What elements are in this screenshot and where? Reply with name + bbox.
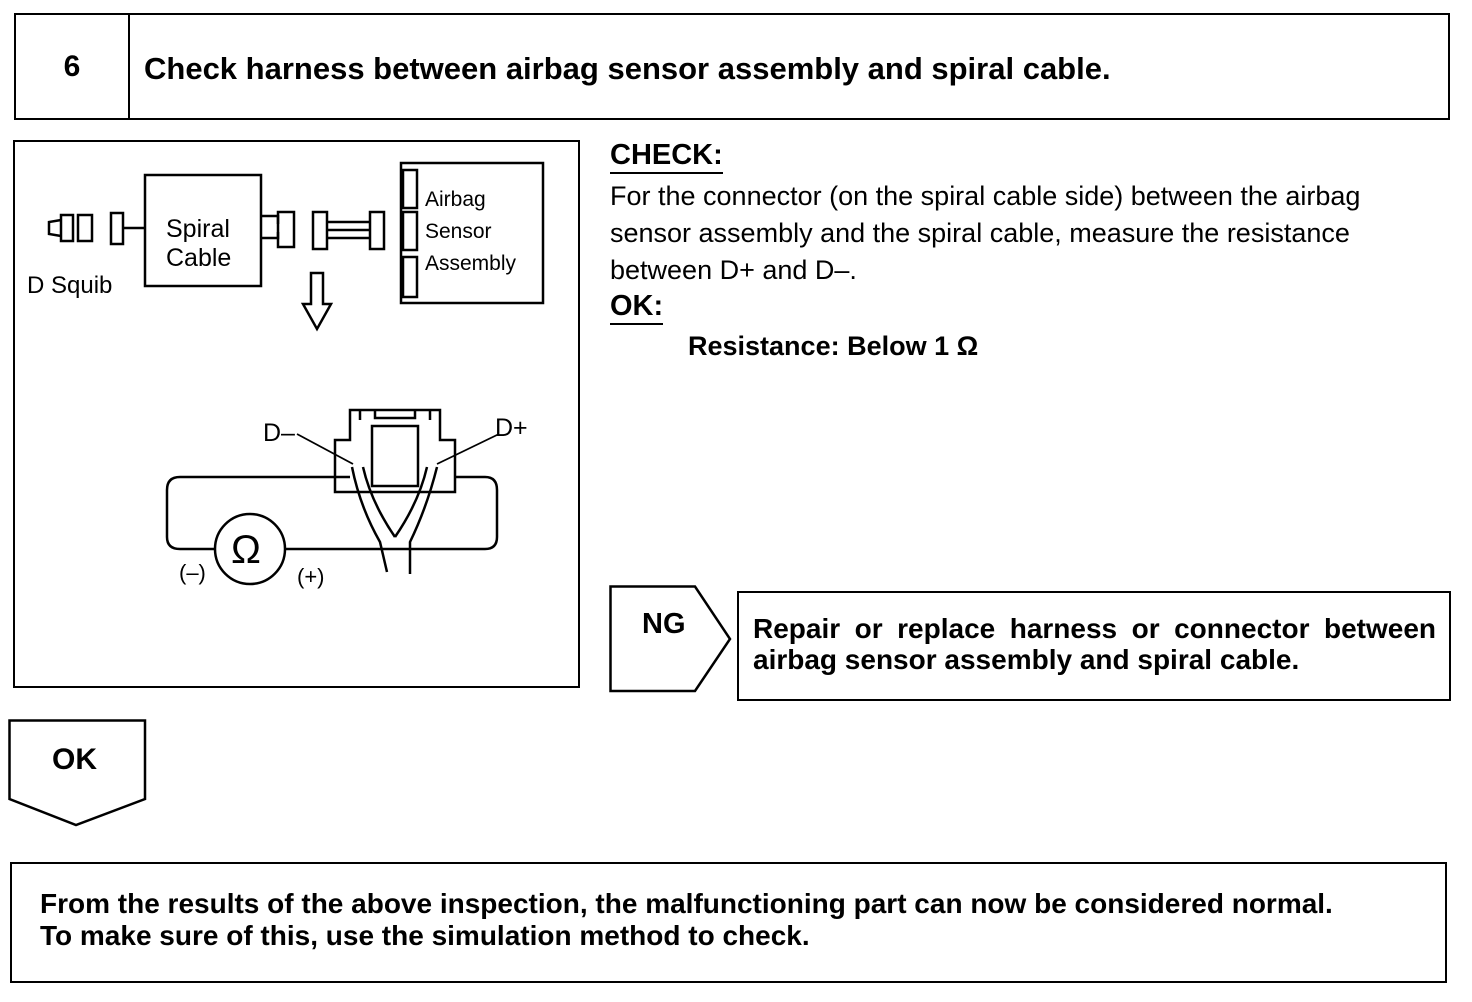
positive-label: (+)	[297, 564, 325, 589]
check-line-1: For the connector (on the spiral cable s…	[610, 181, 1361, 211]
meter-lead-negative	[165, 475, 350, 551]
airbag-sensor-box	[399, 161, 545, 305]
step-title: Check harness between airbag sensor asse…	[144, 51, 1111, 86]
squib-connector	[59, 213, 75, 243]
result-line-1: From the results of the above inspection…	[40, 888, 1333, 919]
result-box: From the results of the above inspection…	[10, 862, 1447, 983]
down-arrow-icon	[300, 271, 334, 332]
ok-label: OK	[52, 743, 97, 776]
d-minus-label: D–	[263, 419, 295, 447]
test-connector	[333, 408, 457, 494]
ng-label: NG	[642, 608, 686, 640]
step-header: 6 Check harness between airbag sensor as…	[14, 13, 1450, 120]
ng-action-box: Repair or replace harness or connector b…	[737, 591, 1451, 701]
connector-diagram: Spiral Cable Airbag Sensor Assembly D Sq…	[27, 161, 545, 589]
step-number: 6	[16, 15, 130, 118]
result-text: From the results of the above inspection…	[40, 888, 1333, 952]
ng-action-text: Repair or replace harness or connector b…	[753, 613, 1436, 675]
check-line-2: sensor assembly and the spiral cable, me…	[610, 218, 1350, 248]
result-line-2: To make sure of this, use the simulation…	[40, 920, 810, 951]
squib-label: D Squib	[27, 272, 112, 299]
spiral-cable-label-2: Cable	[166, 244, 231, 272]
check-line-3: between D+ and D–.	[610, 255, 857, 285]
d-plus-label: D+	[495, 414, 528, 442]
hatched-connector	[311, 210, 329, 251]
airbag-label-3: Assembly	[425, 252, 517, 275]
ohmmeter	[213, 512, 287, 586]
check-instructions: For the connector (on the spiral cable s…	[610, 178, 1460, 289]
ohm-icon: Ω	[231, 528, 261, 572]
ng-arrow-icon	[609, 585, 732, 693]
resistance-spec: Resistance: Below 1 Ω	[688, 331, 979, 361]
airbag-label-1: Airbag	[425, 188, 486, 211]
meter-lead-positive	[285, 475, 499, 551]
ok-arrow-icon	[8, 719, 147, 827]
check-heading: CHECK:	[610, 138, 723, 174]
spiral-cable-label-1: Spiral	[166, 215, 230, 243]
airbag-label-2: Sensor	[425, 220, 492, 243]
negative-label: (–)	[179, 560, 206, 585]
squib-plug-shape	[47, 218, 62, 238]
ok-heading: OK:	[610, 289, 664, 325]
spiral-left-connector	[109, 211, 125, 246]
check-section: CHECK: For the connector (on the spiral …	[610, 138, 1460, 362]
diagram-panel: Spiral Cable Airbag Sensor Assembly D Sq…	[13, 140, 580, 688]
spiral-cable-box	[143, 173, 263, 288]
spiral-right-connector	[276, 210, 296, 249]
